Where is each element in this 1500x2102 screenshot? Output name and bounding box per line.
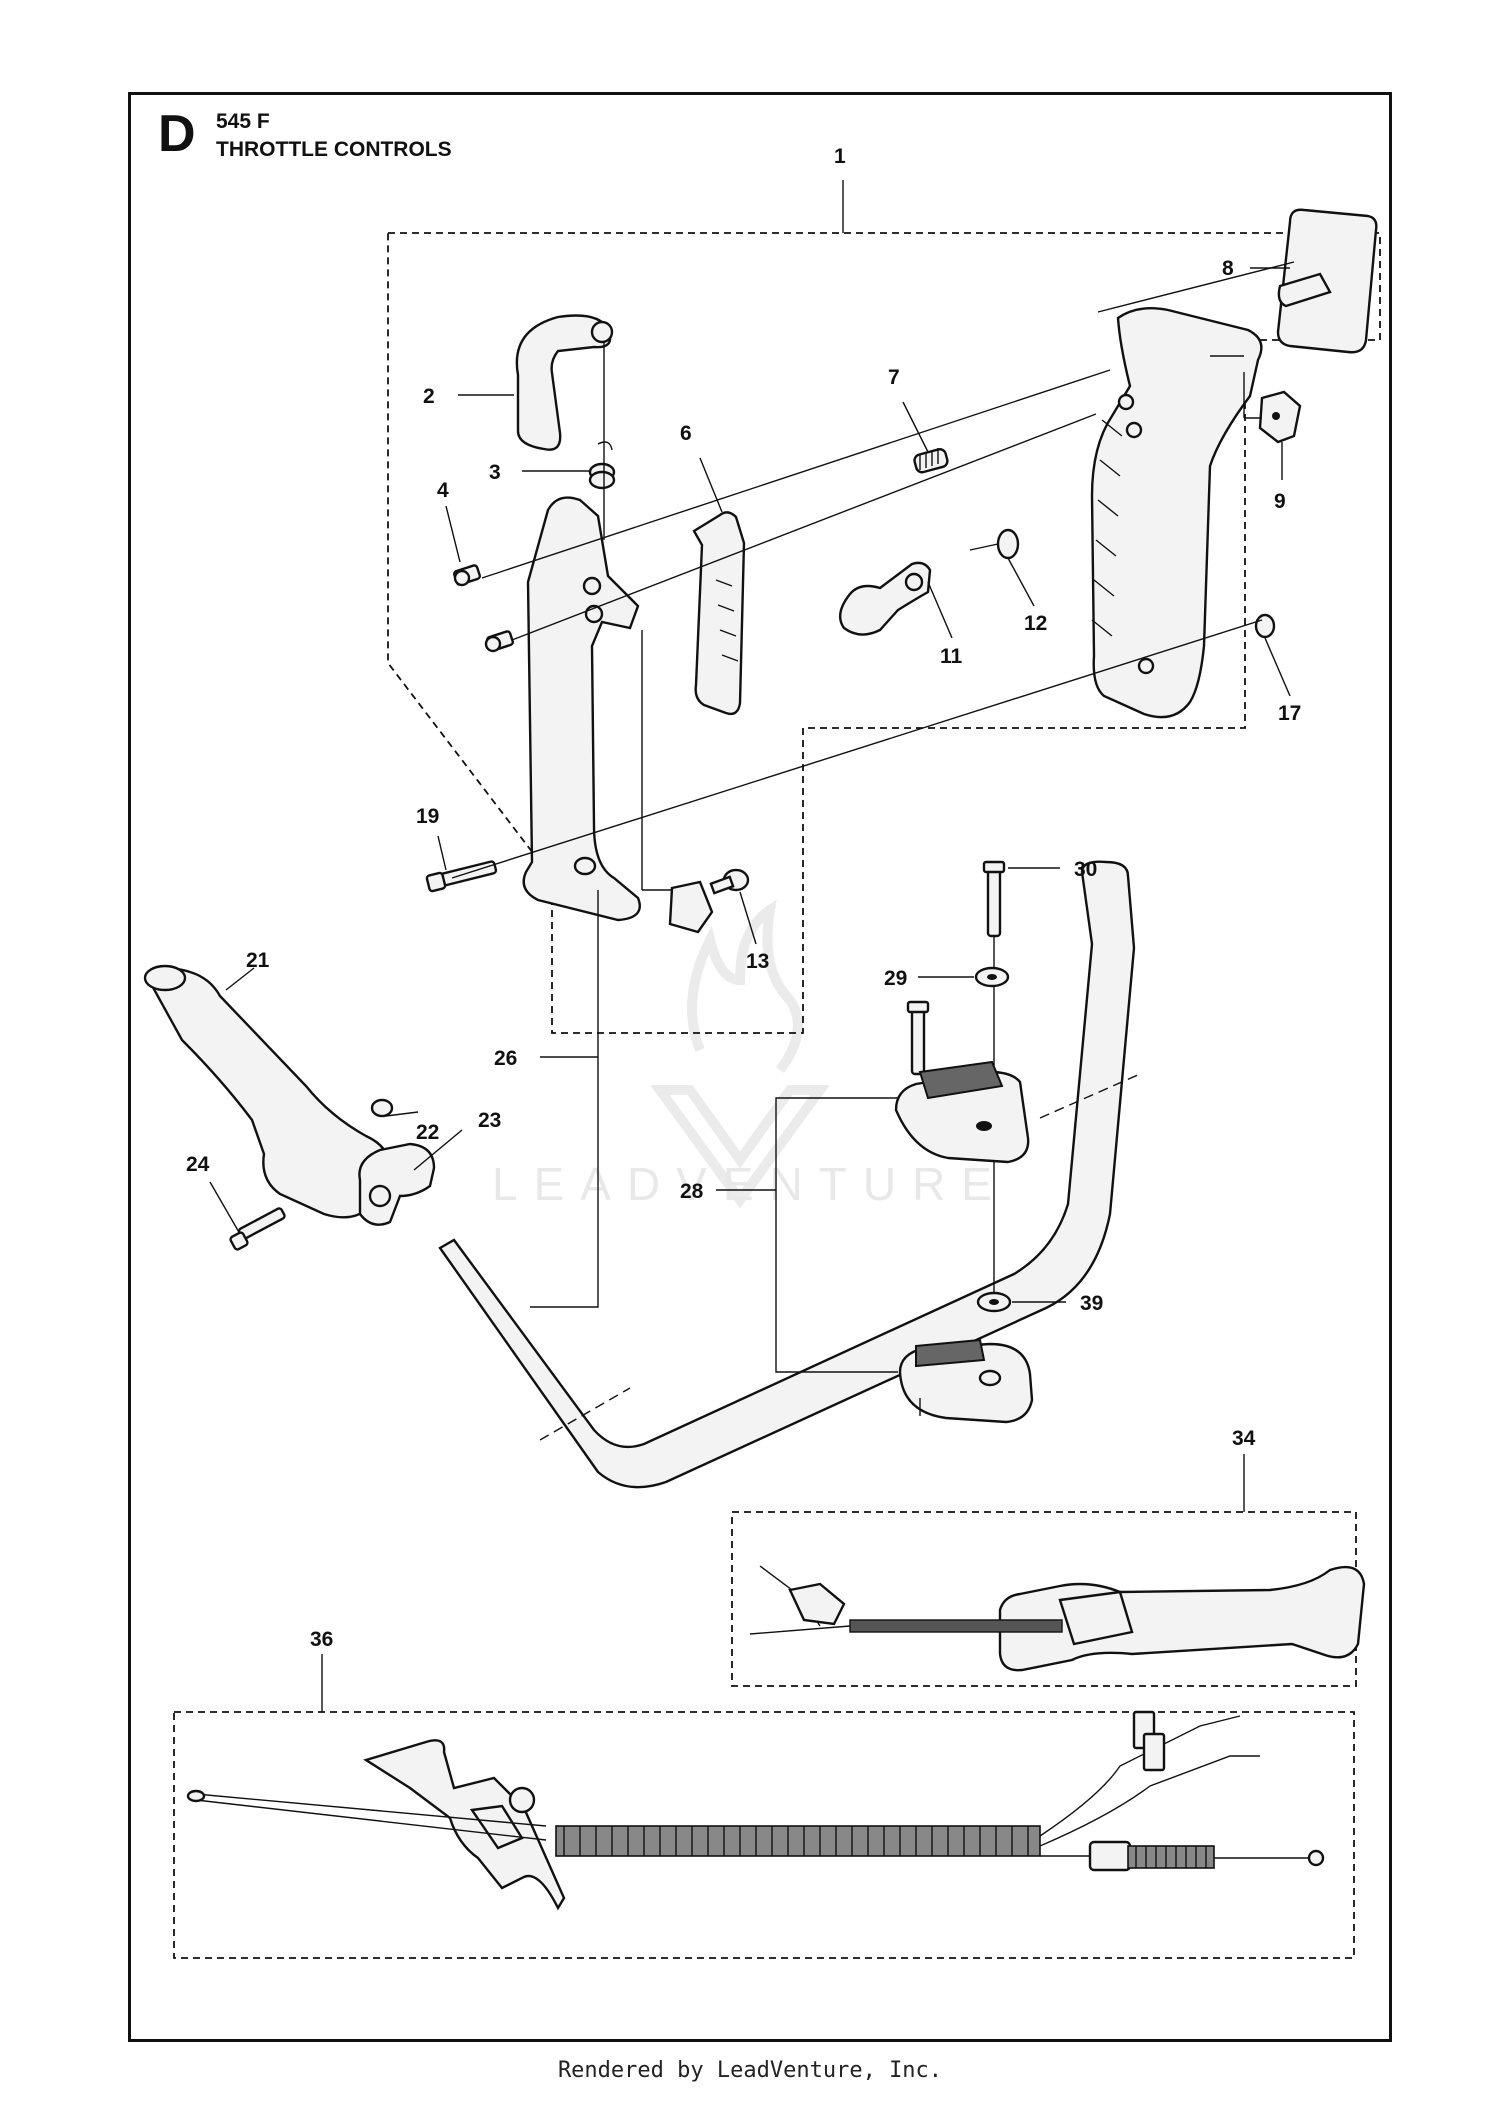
callout-12: 12 xyxy=(1024,612,1047,635)
callout-22: 22 xyxy=(416,1121,439,1144)
part-6-trigger xyxy=(692,511,746,716)
watermark-text: LEADVENTURE xyxy=(492,1158,1008,1210)
bracket-26 xyxy=(530,890,599,1308)
part-36-throttle-cable xyxy=(186,1710,1325,1911)
kit-1-boundary xyxy=(387,232,1381,1034)
leader-7 xyxy=(902,401,929,453)
callout-30: 30 xyxy=(1074,858,1097,881)
callout-7: 7 xyxy=(888,366,900,389)
part-28-lower-bracket xyxy=(898,1338,1034,1424)
callout-6: 6 xyxy=(680,422,692,445)
callout-3: 3 xyxy=(489,461,501,484)
leader-17 xyxy=(1264,637,1291,697)
callout-2: 2 xyxy=(423,385,435,408)
part-28-upper-bracket xyxy=(894,1060,1030,1164)
part-22-nut xyxy=(370,1098,394,1118)
callout-24: 24 xyxy=(186,1153,210,1176)
callout-28: 28 xyxy=(680,1180,704,1203)
leader-11 xyxy=(927,581,953,639)
footer-credit: Rendered by LeadVenture, Inc. xyxy=(557,2058,943,2083)
part-4-screw xyxy=(453,564,514,653)
part-3-spring xyxy=(588,441,616,490)
callout-23: 23 xyxy=(478,1109,501,1132)
callout-19: 19 xyxy=(416,805,439,828)
callout-36: 36 xyxy=(310,1628,333,1651)
part-12-washer xyxy=(969,528,1020,560)
callout-13: 13 xyxy=(746,950,769,973)
handle-left-half xyxy=(522,496,641,922)
part-8-cap xyxy=(1276,208,1378,354)
leader-24 xyxy=(209,1181,241,1235)
section-letter: D xyxy=(158,105,196,163)
part-11-lever xyxy=(838,561,932,636)
callout-39: 39 xyxy=(1080,1292,1103,1315)
leader-12 xyxy=(1007,557,1035,607)
callout-8: 8 xyxy=(1222,257,1234,280)
part-7-spring xyxy=(913,448,949,474)
callout-17: 17 xyxy=(1278,702,1301,725)
leader-19 xyxy=(437,835,447,871)
part-9-switch xyxy=(1258,390,1302,444)
part-19-screw xyxy=(425,860,498,893)
part-34-cable-handle xyxy=(749,1565,1366,1672)
part-23-clamp xyxy=(358,1142,436,1226)
diagram-frame xyxy=(128,92,1392,2042)
leader-6 xyxy=(699,457,723,513)
callout-labels: 1 2 3 4 6 7 8 9 11 12 13 17 19 21 22 23 … xyxy=(186,145,1301,1651)
watermark-logo: LEADVENTURE xyxy=(492,899,1008,1210)
diagram-title: THROTTLE CONTROLS xyxy=(216,138,452,161)
part-17-nut xyxy=(1254,613,1276,639)
leader-22 xyxy=(385,1111,419,1117)
leader-23 xyxy=(413,1129,463,1171)
callout-34: 34 xyxy=(1232,1427,1256,1450)
part-13-clamp xyxy=(668,868,750,934)
part-29-washer xyxy=(974,966,1010,988)
bracket-28 xyxy=(716,1097,898,1373)
callout-1: 1 xyxy=(834,145,846,168)
callout-21: 21 xyxy=(246,949,270,972)
callout-4: 4 xyxy=(437,479,449,502)
leader-21 xyxy=(225,967,255,991)
part-2-cap xyxy=(515,314,614,451)
kit-assembly-lines xyxy=(451,261,1295,891)
handle-right-half xyxy=(1090,307,1263,719)
part-30-bolt xyxy=(982,860,1006,938)
callout-26: 26 xyxy=(494,1047,517,1070)
callout-9: 9 xyxy=(1274,490,1286,513)
part-21-grip xyxy=(143,964,390,1219)
callout-29: 29 xyxy=(884,967,907,990)
callout-11: 11 xyxy=(940,645,963,668)
leader-4 xyxy=(445,505,461,563)
part-bracket-bolt xyxy=(906,1000,930,1076)
model-name: 545 F xyxy=(216,110,270,133)
part-24-screw xyxy=(229,1207,286,1251)
leader-13 xyxy=(739,891,757,945)
part-39-washer xyxy=(976,1291,1012,1313)
kit-36-boundary xyxy=(173,1711,1355,1959)
